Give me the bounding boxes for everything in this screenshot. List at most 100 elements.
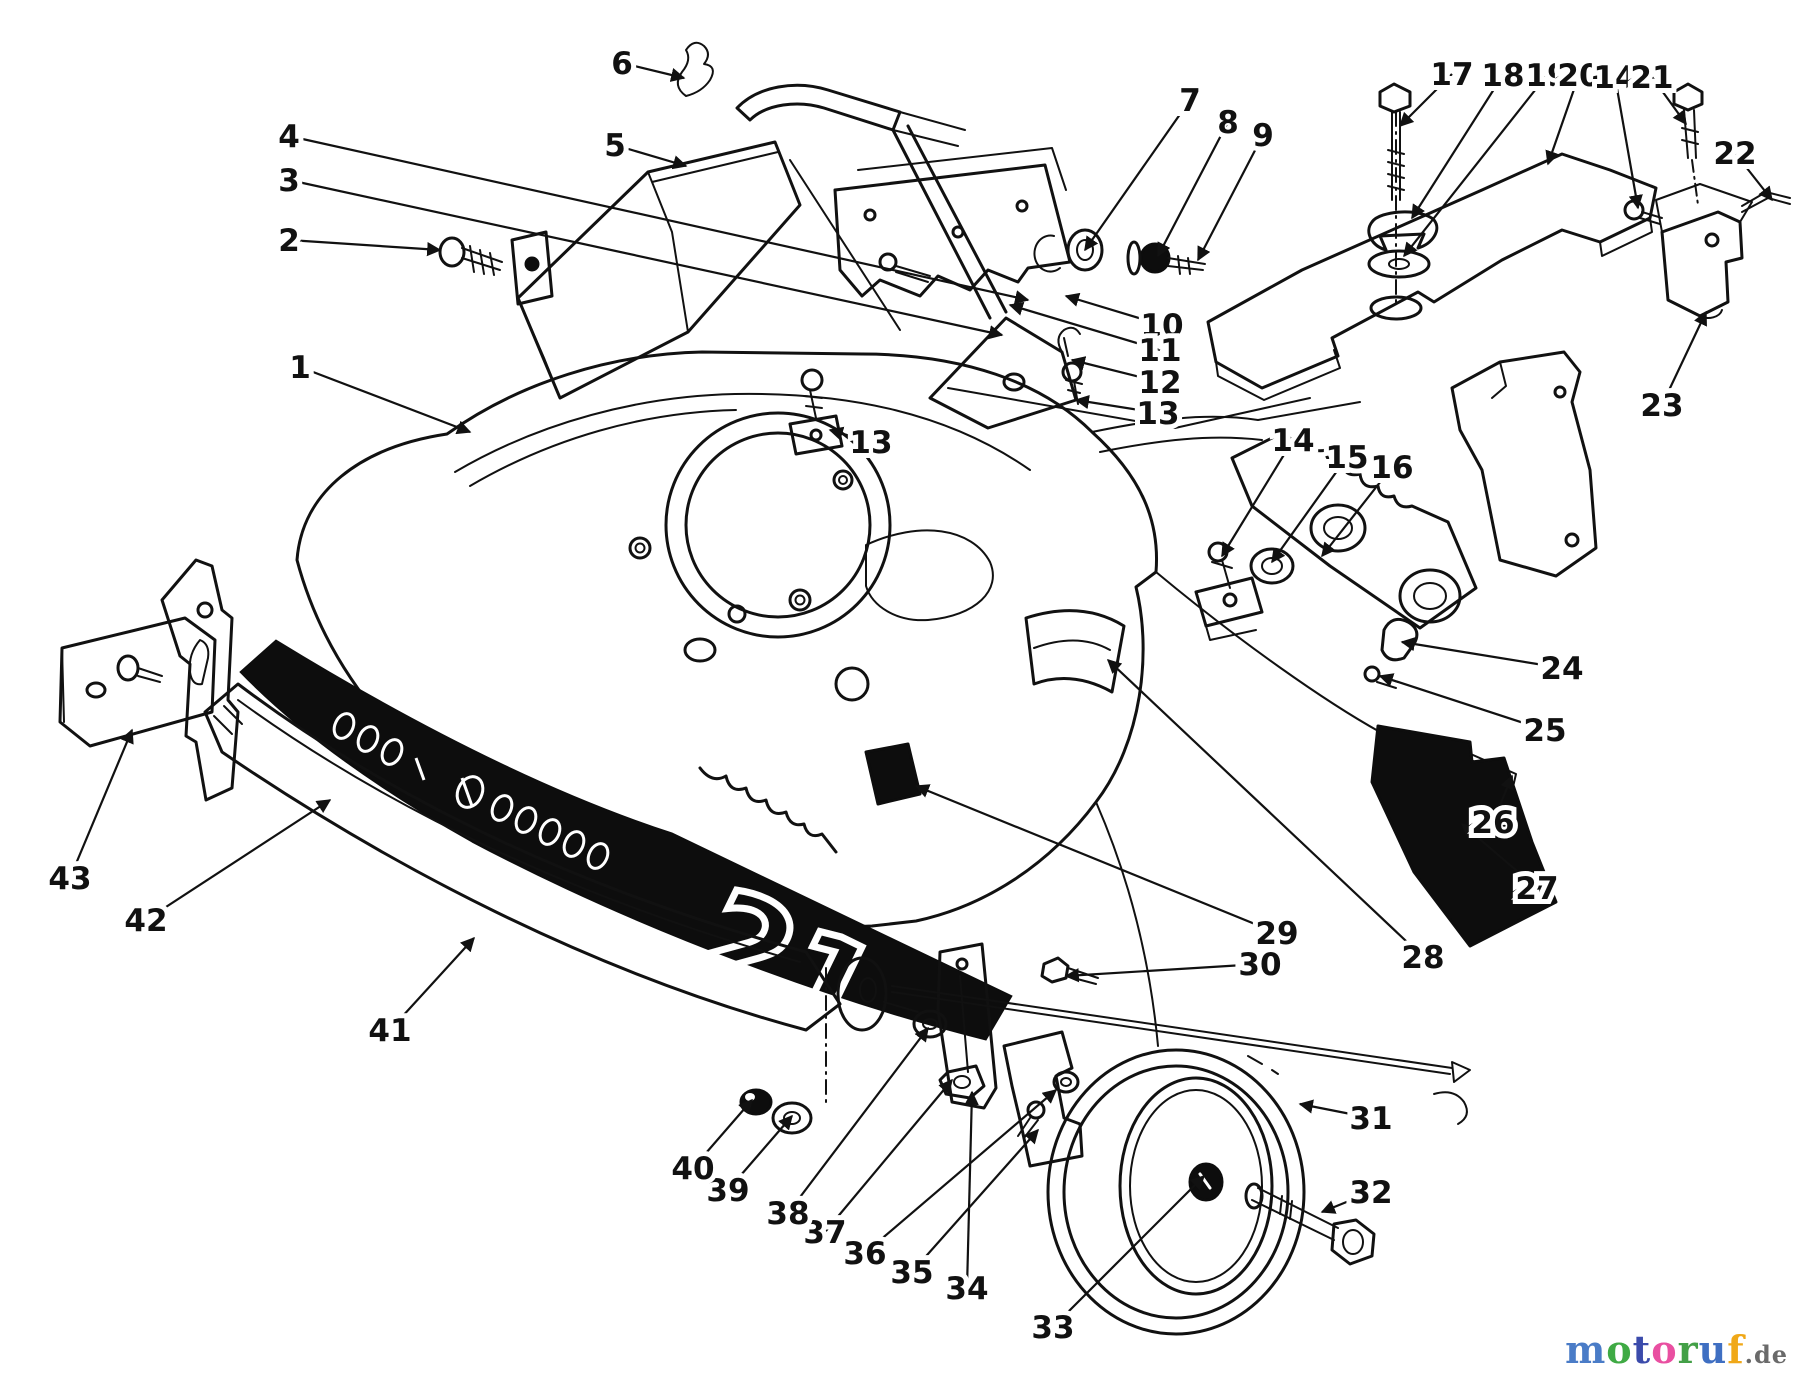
leader-line <box>1106 659 1424 958</box>
callout-9: 9 <box>1252 118 1274 154</box>
leader-line <box>1651 76 1687 126</box>
callout-41: 41 <box>368 1013 411 1049</box>
cup-washer-18 <box>1367 210 1439 252</box>
callout-33: 33 <box>1031 1310 1074 1346</box>
leader-line <box>911 1128 1039 1273</box>
leader-line <box>1378 673 1546 732</box>
carriage-bolt-17 <box>1378 82 1412 114</box>
discharge-cover-plate <box>1206 82 1791 401</box>
cam-disc <box>836 956 888 1032</box>
wire-clip-6 <box>676 41 714 97</box>
leader-line <box>864 1089 1058 1254</box>
leader-line <box>914 784 1278 935</box>
callout-24: 24 <box>1540 651 1583 687</box>
washer-39 <box>771 1101 813 1135</box>
leader-line <box>1613 76 1643 210</box>
leader-line <box>145 799 332 921</box>
leader-line <box>1400 637 1563 670</box>
leader-line <box>389 936 475 1031</box>
callout-18: 18 <box>1481 58 1524 94</box>
watermark-motoruf: motoruf.de <box>1565 1327 1788 1372</box>
callout-35: 35 <box>890 1255 933 1291</box>
washer-38 <box>912 1009 948 1039</box>
leader-line <box>614 143 688 170</box>
callout-10: 10 <box>1140 308 1183 344</box>
washer-36 <box>1052 1070 1080 1094</box>
callout-34: 34 <box>945 1271 988 1307</box>
spacer-7 <box>1066 228 1104 272</box>
clamp-24 <box>1380 617 1419 662</box>
leader-line <box>964 1090 979 1289</box>
bolt-30 <box>1040 956 1070 984</box>
leader-line <box>727 1114 793 1191</box>
callout-39: 39 <box>706 1173 749 1209</box>
leader-line <box>1008 301 1161 352</box>
callout-21: 21 <box>1630 60 1673 96</box>
callout-8: 8 <box>1217 105 1239 141</box>
handle-bracket-assembly <box>510 83 1311 430</box>
callout-5: 5 <box>604 128 626 164</box>
callout-16: 16 <box>1370 450 1413 486</box>
callout-3: 3 <box>278 163 300 199</box>
leader-line <box>1197 134 1264 262</box>
callout-27: 27 <box>1515 871 1558 907</box>
bolt-9 <box>1167 255 1206 275</box>
callout-25: 25 <box>1523 713 1566 749</box>
leader-lines <box>68 61 1773 1328</box>
leader-line <box>288 134 1030 305</box>
bolt-13-right <box>1061 361 1083 383</box>
leader-line <box>621 61 686 82</box>
grommet-15 <box>1249 547 1295 585</box>
callout-14: 14 <box>1593 60 1636 96</box>
leader-line <box>1271 456 1348 564</box>
callout-2: 2 <box>278 223 300 259</box>
deck-decal-stripe: 21 <box>239 639 1013 1075</box>
callout-22: 22 <box>1713 136 1756 172</box>
leader-line <box>1411 74 1504 220</box>
watermark-suffix: .de <box>1744 1340 1788 1369</box>
callout-32: 32 <box>1349 1175 1392 1211</box>
screw-25 <box>1363 665 1381 683</box>
leader-line <box>1398 73 1453 128</box>
wheel-tire <box>1046 1048 1306 1336</box>
adjuster-rod <box>891 985 1453 1075</box>
callout-19: 19 <box>1525 58 1568 94</box>
leader-line <box>1064 292 1163 327</box>
cotter-pin-12 <box>1057 326 1081 357</box>
console-hardware <box>438 41 1206 456</box>
leader-line <box>824 1078 953 1233</box>
watermark-letter: u <box>1698 1327 1728 1372</box>
skirt-serration <box>698 766 838 854</box>
leader-line <box>1074 394 1159 415</box>
screw-21 <box>1672 82 1704 112</box>
watermark-letter: o <box>1651 1327 1678 1372</box>
callout-15: 15 <box>1325 440 1368 476</box>
watermark-letter: t <box>1632 1327 1652 1372</box>
callout-42: 42 <box>124 903 167 939</box>
callout-12: 12 <box>1138 365 1181 401</box>
callout-13: 13 <box>1136 396 1179 432</box>
watermark-letter: f <box>1727 1327 1745 1372</box>
leader-line <box>288 238 442 257</box>
axle-bolt-32 <box>1251 1185 1339 1241</box>
decal-lettering-decoration <box>332 712 610 870</box>
callout-14: 14 <box>1271 423 1314 459</box>
grip-29 <box>864 742 922 806</box>
callout-28: 28 <box>1401 940 1444 976</box>
callout-17: 17 <box>1430 57 1473 93</box>
height-adjust-plate <box>1450 350 1598 578</box>
callout-43: 43 <box>48 861 91 897</box>
callout-31: 31 <box>1349 1101 1392 1137</box>
console-cover <box>516 140 802 400</box>
leader-line <box>1298 1099 1372 1120</box>
leader-line <box>787 1026 929 1214</box>
callout-20: 20 <box>1557 58 1600 94</box>
leader-line <box>1320 1190 1372 1214</box>
screw-14-top <box>1623 199 1645 221</box>
leader-line <box>1403 74 1548 258</box>
leader-line <box>1064 962 1261 983</box>
callout-4: 4 <box>278 119 300 155</box>
screw-35 <box>1026 1100 1046 1120</box>
